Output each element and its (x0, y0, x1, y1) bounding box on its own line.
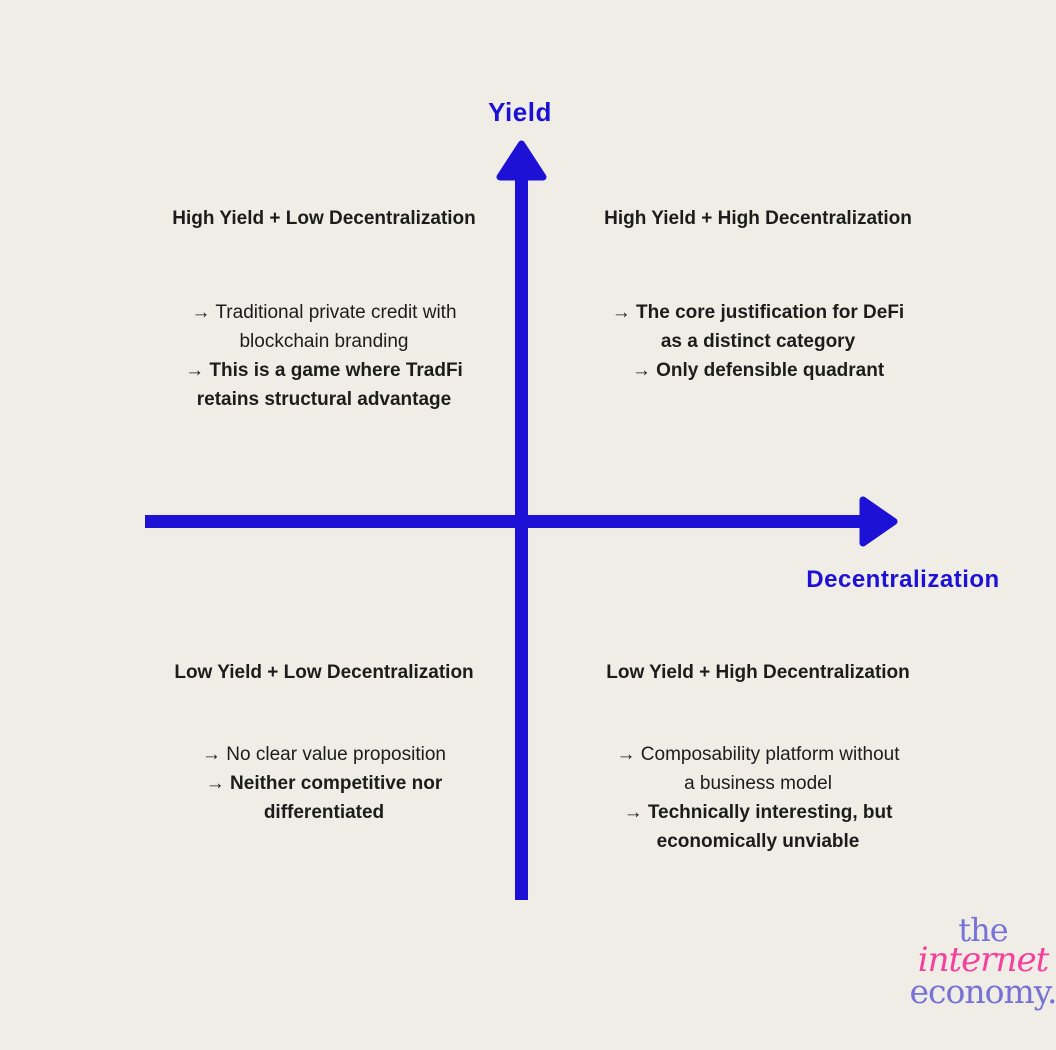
quadrant-title-top-right: High Yield + High Decentralization (604, 208, 912, 229)
quadrant-body-bottom-right: → Composability platform without a busin… (558, 740, 958, 856)
x-axis-line (145, 515, 867, 528)
quadrant-point: → Only defensible quadrant (631, 360, 885, 381)
brand-logo-line-economy: economy. (909, 972, 1056, 1011)
quadrant-point: → The core justification for DeFi as a d… (611, 302, 905, 352)
brand-logo: the internet economy. (908, 914, 1056, 1008)
quadrant-point: → Technically interesting, but economica… (623, 802, 893, 852)
x-axis-arrowhead (859, 496, 898, 547)
quadrant-body-top-right: → The core justification for DeFi as a d… (558, 298, 958, 385)
quadrant-point: → This is a game where TradFi retains st… (185, 360, 463, 410)
brand-logo-line-the: the (958, 911, 1008, 949)
quadrant-title-top-left: High Yield + Low Decentralization (172, 208, 476, 229)
brand-logo-line-internet: internet (917, 940, 1050, 980)
quadrant-point: → Composability platform without a busin… (616, 744, 900, 794)
y-axis-line (515, 168, 528, 900)
quadrant-point: → Traditional private credit with blockc… (191, 302, 457, 352)
quadrant-title-bottom-left: Low Yield + Low Decentralization (174, 662, 474, 683)
quadrant-title-bottom-right: Low Yield + High Decentralization (606, 662, 910, 683)
quadrant-body-top-left: → Traditional private credit with blockc… (124, 298, 524, 414)
quadrant-body-bottom-left: → No clear value proposition → Neither c… (124, 740, 524, 827)
y-axis-label: Yield (488, 97, 552, 127)
quadrant-point: → No clear value proposition (202, 744, 446, 765)
y-axis-arrowhead (496, 140, 547, 181)
x-axis-label: Decentralization (806, 566, 1000, 593)
quadrant-point: → Neither competitive nor differentiated (205, 773, 443, 823)
